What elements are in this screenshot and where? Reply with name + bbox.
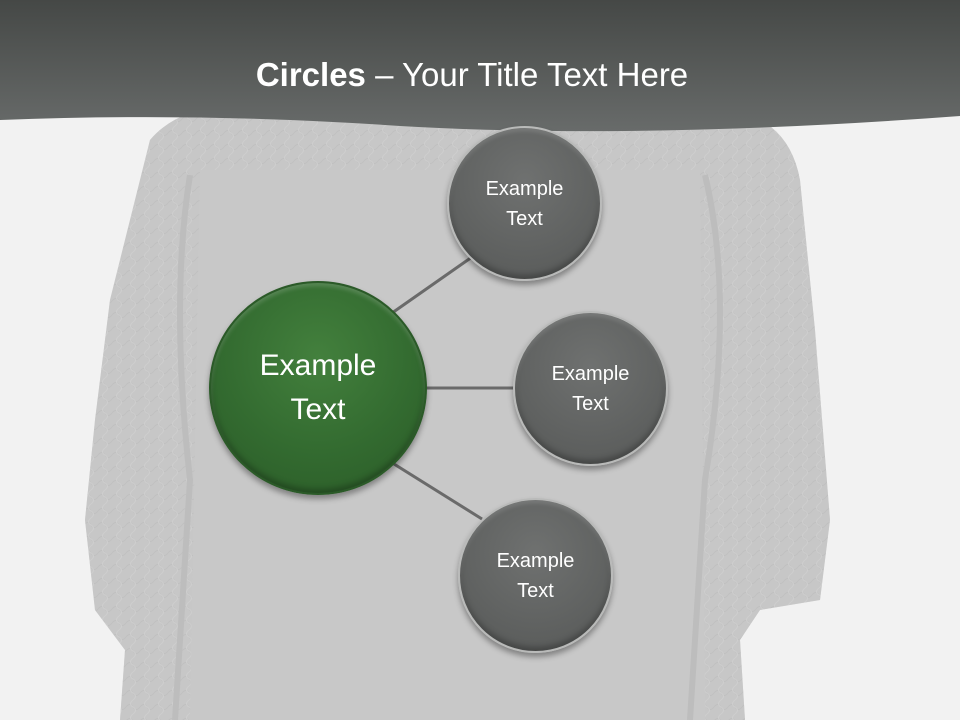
node-circle-middle[interactable]: Example Text — [513, 311, 668, 466]
node-top-line2: Text — [506, 207, 543, 230]
node-circle-bottom[interactable]: Example Text — [458, 498, 613, 653]
page-title: Circles – Your Title Text Here — [0, 52, 944, 98]
title-rest-text: – Your Title Text Here — [365, 56, 689, 93]
node-middle-line1: Example — [551, 362, 630, 385]
node-top-line1: Example — [485, 177, 564, 200]
node-bottom-line2: Text — [517, 579, 554, 602]
connector-line-bottom — [393, 462, 483, 521]
center-circle-line1: Example — [259, 349, 377, 382]
node-bottom-line1: Example — [496, 549, 575, 572]
title-banner — [0, 0, 960, 132]
center-circle[interactable]: Example Text — [209, 281, 427, 495]
connector-line-top — [391, 255, 473, 315]
node-circle-top[interactable]: Example Text — [447, 126, 602, 281]
title-bold-word: Circles — [255, 56, 366, 93]
center-circle-line2: Text — [290, 393, 346, 426]
node-middle-line2: Text — [572, 392, 609, 415]
